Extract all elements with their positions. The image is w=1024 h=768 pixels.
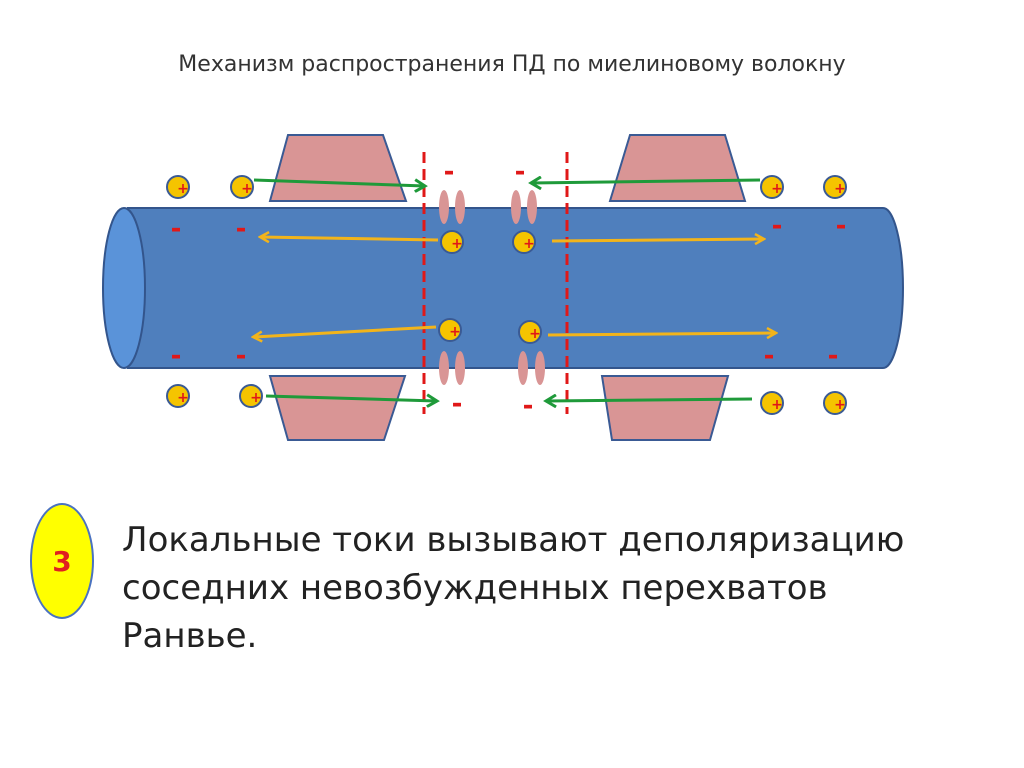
negative-charge: - <box>836 211 847 241</box>
node-boundaries <box>422 152 569 414</box>
svg-text:+: + <box>449 324 461 340</box>
ion-channel <box>511 190 521 224</box>
svg-text:+: + <box>177 181 189 197</box>
ion-channel <box>439 190 449 224</box>
local-current-arrow <box>551 239 764 241</box>
negative-charge: - <box>171 214 182 244</box>
local-current-arrow <box>253 325 437 337</box>
ion-channels <box>439 190 545 385</box>
negative-charges: - - - - - - - - - - - - <box>171 157 847 421</box>
positive-ion: + <box>166 384 190 408</box>
slide-title: Механизм распространения ПД по миелиново… <box>178 52 846 77</box>
local-current-arrow <box>547 333 776 335</box>
myelin-segment <box>268 375 407 441</box>
positive-ion: + <box>518 320 542 344</box>
svg-text:+: + <box>250 390 262 406</box>
myelinated-fiber-diagram: + + + + + + + + + + + + - - - - - - - - … <box>102 134 904 441</box>
outer-current-arrow <box>253 178 425 186</box>
negative-charge: - <box>444 157 455 187</box>
positive-ion: + <box>239 384 263 408</box>
outer-currents <box>253 178 761 401</box>
outer-current-arrow <box>265 396 437 401</box>
negative-charge: - <box>764 341 775 371</box>
positive-ion: + <box>230 175 254 199</box>
svg-text:+: + <box>177 390 189 406</box>
negative-charge: - <box>772 211 783 241</box>
local-currents <box>253 237 776 337</box>
svg-text:+: + <box>241 181 253 197</box>
svg-text:+: + <box>834 397 846 413</box>
myelin-segment <box>608 134 747 202</box>
svg-text:+: + <box>771 397 783 413</box>
myelin-segment <box>600 375 730 441</box>
outer-current-arrow <box>531 180 761 183</box>
negative-charge: - <box>171 341 182 371</box>
negative-charge: - <box>452 389 463 419</box>
negative-charge: - <box>828 341 839 371</box>
svg-text:+: + <box>529 326 541 342</box>
local-current-arrow <box>260 237 439 240</box>
step-description-line: Ранвье. <box>122 616 258 656</box>
positive-ion: + <box>166 175 190 199</box>
ion-channel <box>527 190 537 224</box>
positive-ion: + <box>512 230 536 254</box>
ion-channel <box>439 351 449 385</box>
svg-text:+: + <box>451 236 463 252</box>
positive-ion: + <box>438 318 462 342</box>
step-description-line: Локальные токи вызывают деполяризацию <box>122 520 905 560</box>
positive-ion: + <box>760 391 784 415</box>
positive-ions: + + + + + + + + + + + + <box>166 175 847 415</box>
negative-charge: - <box>515 157 526 187</box>
outer-current-arrow <box>546 399 753 401</box>
ion-channel <box>455 190 465 224</box>
step-description: Локальные токи вызывают деполяризацию со… <box>122 516 1002 660</box>
ion-channel <box>535 351 545 385</box>
axon-end <box>102 207 146 369</box>
positive-ion: + <box>760 175 784 199</box>
step-description-line: соседних невозбужденных перехватов <box>122 568 828 608</box>
ion-channel <box>518 351 528 385</box>
positive-ion: + <box>823 391 847 415</box>
negative-charge: - <box>236 214 247 244</box>
negative-charge: - <box>236 341 247 371</box>
svg-text:+: + <box>771 181 783 197</box>
ion-channel <box>455 351 465 385</box>
positive-ion: + <box>823 175 847 199</box>
svg-text:+: + <box>523 236 535 252</box>
svg-text:+: + <box>834 181 846 197</box>
negative-charge: - <box>523 391 534 421</box>
positive-ion: + <box>440 230 464 254</box>
axon <box>102 207 904 369</box>
step-number-badge: 3 <box>30 503 94 619</box>
myelin-segment <box>268 134 408 202</box>
